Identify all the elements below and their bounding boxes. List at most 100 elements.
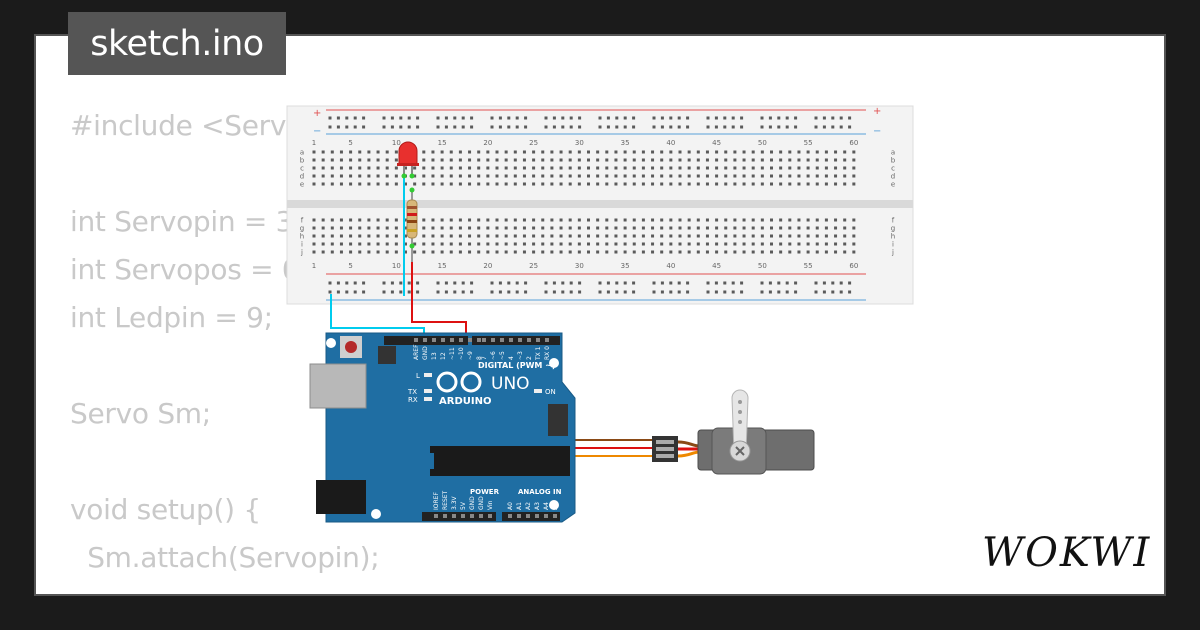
- breadboard-holes: [312, 116, 856, 294]
- column-number: 20: [483, 139, 492, 147]
- column-number: 30: [575, 139, 584, 147]
- pin-label: A1: [516, 502, 523, 510]
- analog-header: ANALOG IN: [518, 488, 562, 496]
- column-number: 10: [392, 262, 401, 270]
- rail-minus-left: −: [313, 126, 321, 137]
- pin-label: Vin: [487, 500, 494, 510]
- row-letter: g: [300, 225, 304, 233]
- resistor: [406, 187, 418, 262]
- row-letter: c: [300, 165, 304, 173]
- row-letter: f: [301, 217, 304, 225]
- column-number: 5: [348, 139, 352, 147]
- pin-label: 3.3V: [451, 495, 458, 510]
- pin-label: 12: [440, 352, 447, 360]
- pin-label: ~9: [467, 351, 474, 360]
- pin-label: GND: [422, 346, 429, 360]
- pin-label: 5V: [460, 501, 467, 510]
- red-led: [397, 141, 419, 179]
- row-letter: j: [300, 249, 303, 257]
- column-number: 15: [438, 139, 447, 147]
- column-number: 5: [348, 262, 352, 270]
- code-line: Sm.attach(Servopin);: [70, 541, 380, 574]
- column-number: 50: [758, 262, 767, 270]
- rail-minus-right: −: [873, 126, 881, 137]
- usb-port: [309, 363, 367, 409]
- column-number: 1: [312, 139, 316, 147]
- wokwi-logo: WOKWI: [982, 530, 1149, 576]
- column-number: 45: [712, 262, 721, 270]
- row-letter: a: [891, 149, 895, 157]
- row-letter: d: [300, 173, 304, 181]
- chip: [430, 446, 570, 476]
- pin-label: ~11: [449, 347, 456, 360]
- code-editor-text: #include <Servo.h> int Servopin = 3;int …: [70, 102, 380, 594]
- column-number: 55: [804, 139, 813, 147]
- pin-label: IOREF: [433, 492, 440, 510]
- pin-label: 13: [431, 352, 438, 360]
- pin-label: 8: [476, 356, 483, 360]
- led-label-rx: RX: [408, 396, 418, 404]
- row-letter: c: [891, 165, 895, 173]
- column-number: 35: [621, 139, 630, 147]
- column-number: 20: [483, 262, 492, 270]
- column-number: 35: [621, 262, 630, 270]
- breadboard-labels: 1155101015152020252530303535404045455050…: [300, 139, 896, 270]
- pin-label: ~3: [517, 351, 524, 360]
- uno-label: UNO: [491, 374, 530, 394]
- column-number: 30: [575, 262, 584, 270]
- row-letter: b: [300, 157, 305, 165]
- power-jack: [316, 480, 366, 514]
- column-number: 55: [804, 262, 813, 270]
- pin-label: TX 1: [535, 346, 542, 361]
- pin-label: AREF: [413, 344, 420, 360]
- pin-label: ~5: [499, 351, 506, 360]
- pin-label: 2: [526, 356, 533, 360]
- pin-label: A3: [534, 502, 541, 510]
- code-line: void setup() {: [70, 493, 261, 526]
- led-label-l: L: [416, 372, 420, 380]
- code-line: Servo Sm;: [70, 397, 211, 430]
- row-letter: i: [892, 241, 894, 249]
- pin-label: A0: [507, 502, 514, 510]
- column-number: 15: [438, 262, 447, 270]
- arduino-brand: ARDUINO: [439, 396, 491, 407]
- code-line: Serial.begin(9600);: [70, 582, 379, 594]
- file-tab[interactable]: sketch.ino: [68, 12, 286, 75]
- row-letter: i: [301, 241, 303, 249]
- pin-label: 7: [481, 356, 488, 360]
- column-number: 25: [529, 139, 538, 147]
- pin-label: RX 0: [544, 346, 551, 360]
- pin-label: A4: [543, 502, 550, 510]
- digital-header: DIGITAL (PWM ~): [478, 361, 556, 370]
- row-letter: h: [891, 233, 895, 241]
- column-number: 10: [392, 139, 401, 147]
- row-letter: f: [892, 217, 895, 225]
- pin-label: ~10: [458, 347, 465, 360]
- power-header: POWER: [470, 488, 500, 496]
- pin-label: 4: [508, 356, 515, 360]
- column-number: 25: [529, 262, 538, 270]
- servo-motor: [652, 389, 815, 475]
- column-number: 40: [666, 262, 675, 270]
- code-line: int Ledpin = 9;: [70, 301, 273, 334]
- breadboard: + + − − 11551010151520202525303035354040…: [286, 105, 914, 305]
- pin-label: GND: [469, 496, 476, 510]
- row-letter: j: [891, 249, 894, 257]
- rail-plus-right: +: [873, 106, 881, 117]
- code-line: int Servopin = 3;: [70, 205, 303, 238]
- row-letter: d: [891, 173, 895, 181]
- row-letter: e: [300, 181, 304, 189]
- reset-button[interactable]: [345, 341, 357, 353]
- column-number: 50: [758, 139, 767, 147]
- pin-label: GND: [478, 496, 485, 510]
- column-number: 40: [666, 139, 675, 147]
- pin-label: ~6: [490, 351, 497, 360]
- row-letter: a: [300, 149, 304, 157]
- row-letter: b: [891, 157, 896, 165]
- led-label-tx: TX: [407, 388, 417, 396]
- column-number: 60: [849, 139, 858, 147]
- column-number: 45: [712, 139, 721, 147]
- arduino-logo-icon: [436, 371, 458, 393]
